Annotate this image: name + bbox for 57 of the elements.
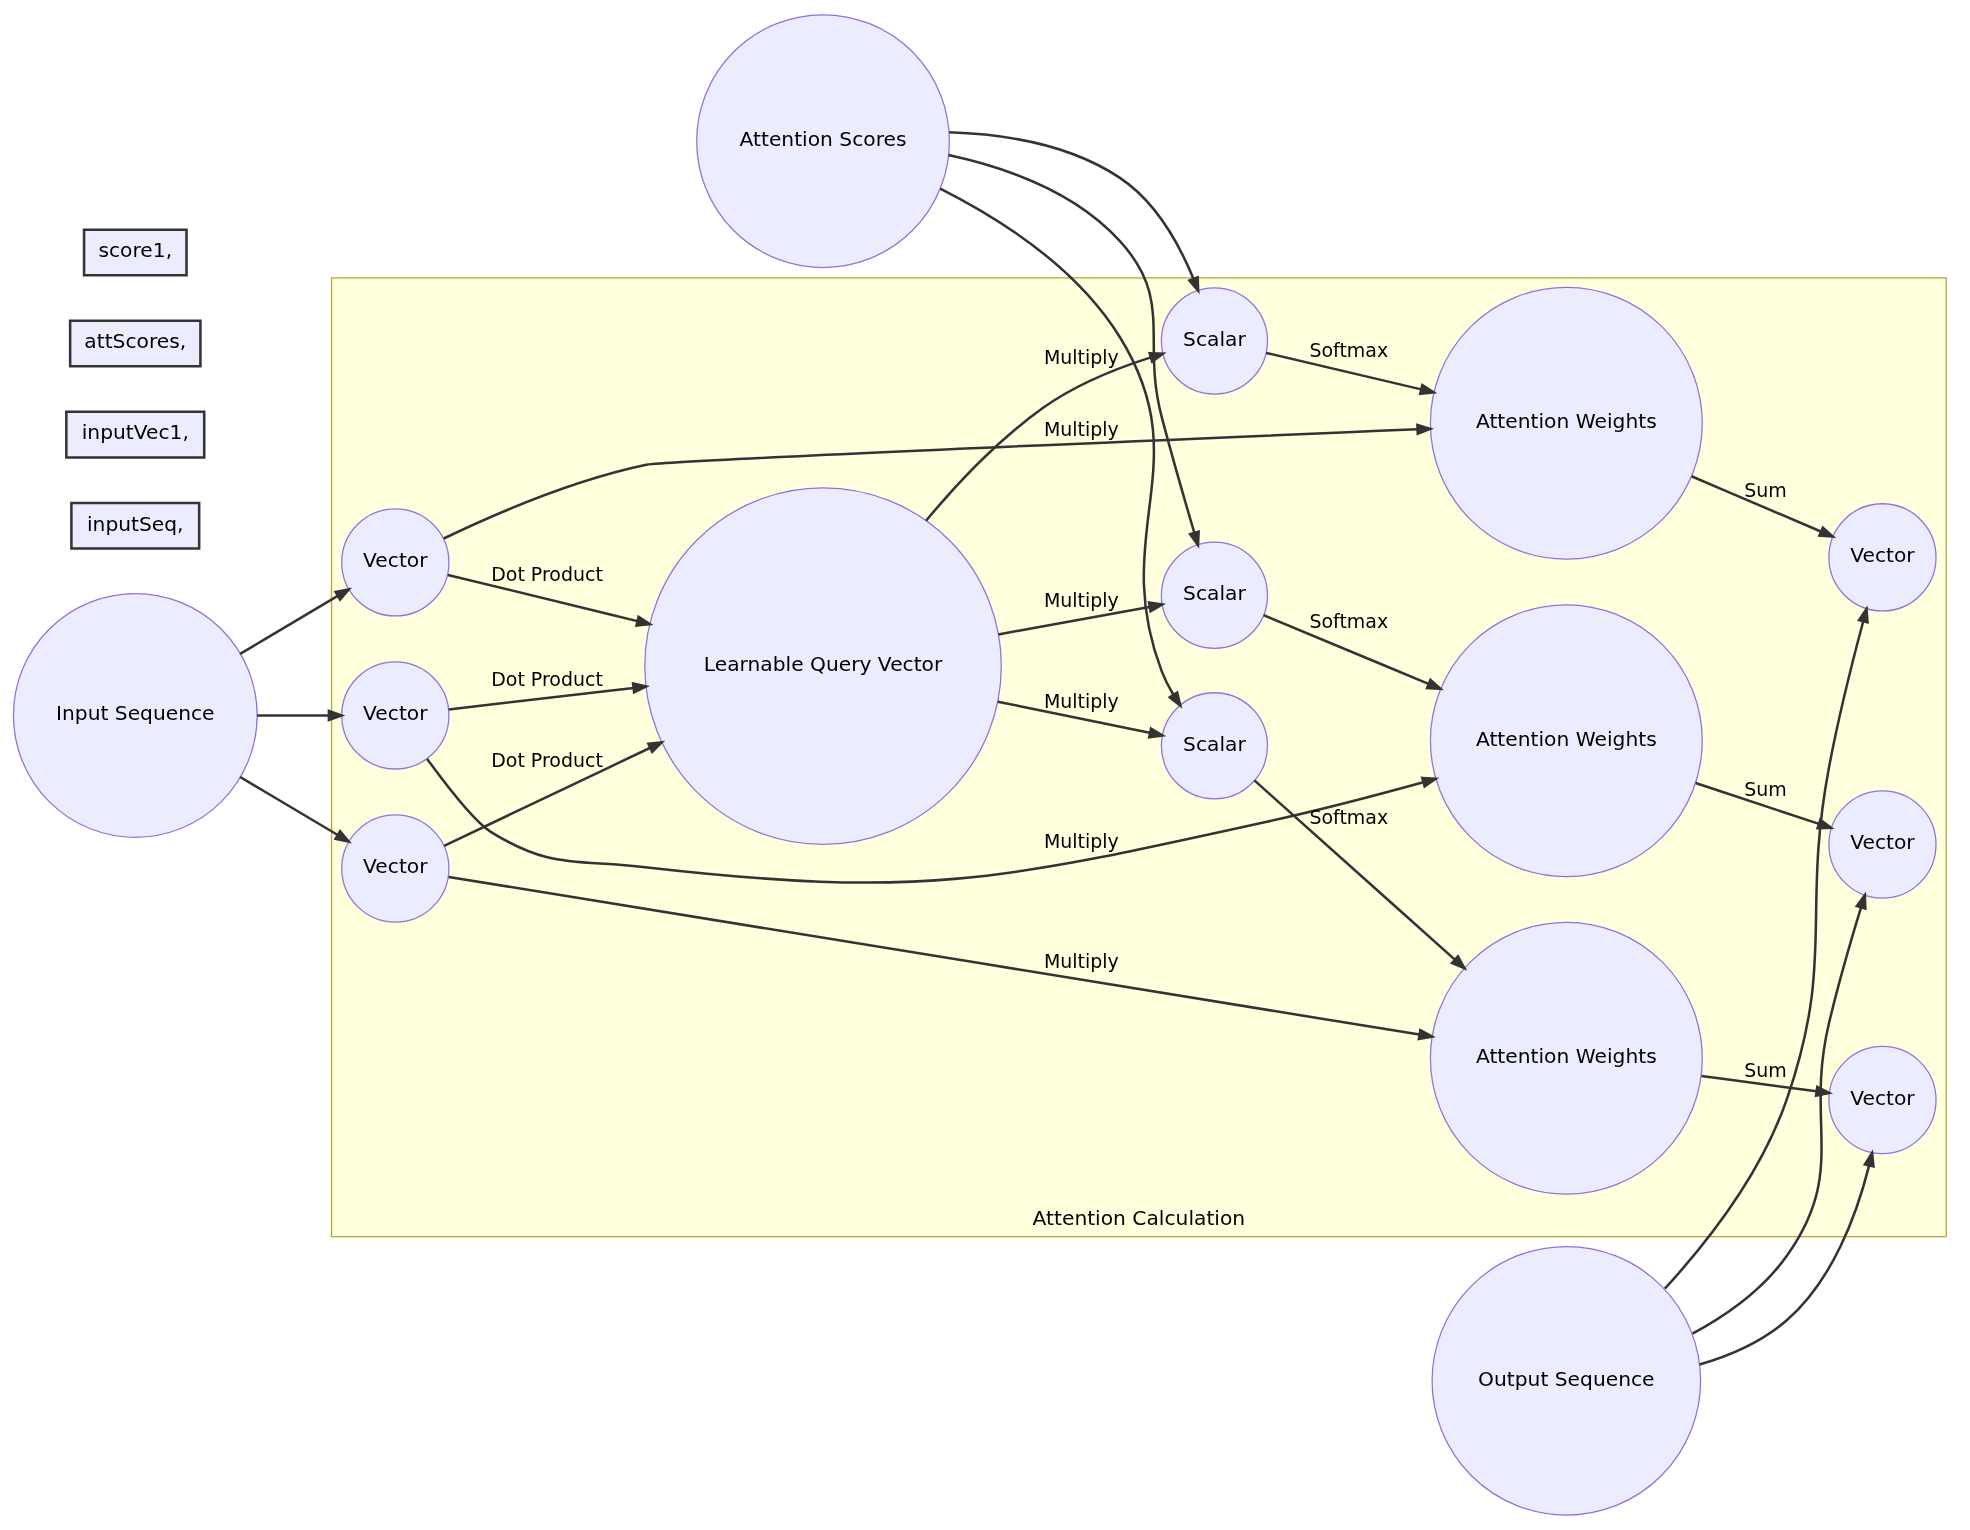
node-circle: Attention Weights [1429,286,1703,560]
arrow [1263,614,1444,691]
arrow [1695,781,1835,830]
arrow [925,351,1167,522]
edge-label: Multiply [1043,588,1119,611]
arrow [949,131,1200,295]
node-circle: Scalar [1160,287,1269,395]
arrow [239,775,352,844]
arrow [239,587,352,655]
arrow [1691,891,1867,1335]
node-circle: Vector [1828,503,1937,612]
edge-label: Multiply [1043,345,1119,368]
edge-label: Dot Product [491,668,603,691]
arrow [939,187,1183,709]
arrow [948,153,1200,549]
edge-label: Softmax [1309,339,1389,362]
node-circle: Input Sequence [12,592,258,838]
edge-label: Multiply [1043,950,1119,973]
edge-label: Softmax [1309,610,1389,633]
edge-label: Multiply [1043,417,1119,440]
node-circle: Scalar [1160,541,1269,649]
arrow [443,423,1435,540]
arrow [1663,605,1869,1290]
arrow [998,600,1166,636]
node-circle: Output Sequence [1431,1245,1702,1516]
node-circle: Vector [341,508,450,617]
arrow [1253,779,1468,971]
edge-label: Sum [1744,778,1787,801]
node-circle: Attention Scores [696,14,951,269]
arrow [448,681,650,711]
arrow [1691,475,1837,539]
node-box: attScores, [68,319,202,368]
node-circle: Vector [341,661,450,770]
node-box: score1, [82,228,188,277]
node-circle: Vector [1828,1045,1937,1155]
arrow [1265,351,1438,396]
arrow [426,758,1440,884]
edge-label: Multiply [1043,830,1119,853]
arrow [1699,1149,1875,1366]
edge-label: Softmax [1309,806,1389,829]
arrow [257,709,346,722]
node-circle: Attention Weights [1429,921,1703,1195]
edge-label: Dot Product [491,749,603,772]
arrow [448,875,1436,1041]
node-circle: Attention Weights [1429,604,1703,878]
edge-label: Dot Product [491,563,603,586]
node-box: inputVec1, [65,410,206,459]
arrow [443,740,666,847]
node-box: inputSeq, [70,501,201,550]
arrow [447,573,654,627]
edge-label: Sum [1744,478,1787,501]
node-circle: Vector [341,814,450,923]
arrow [997,700,1167,739]
edge-label: Sum [1744,1059,1787,1082]
node-circle: Vector [1828,790,1937,899]
arrow [1701,1074,1833,1098]
edge-label: Multiply [1043,689,1119,712]
